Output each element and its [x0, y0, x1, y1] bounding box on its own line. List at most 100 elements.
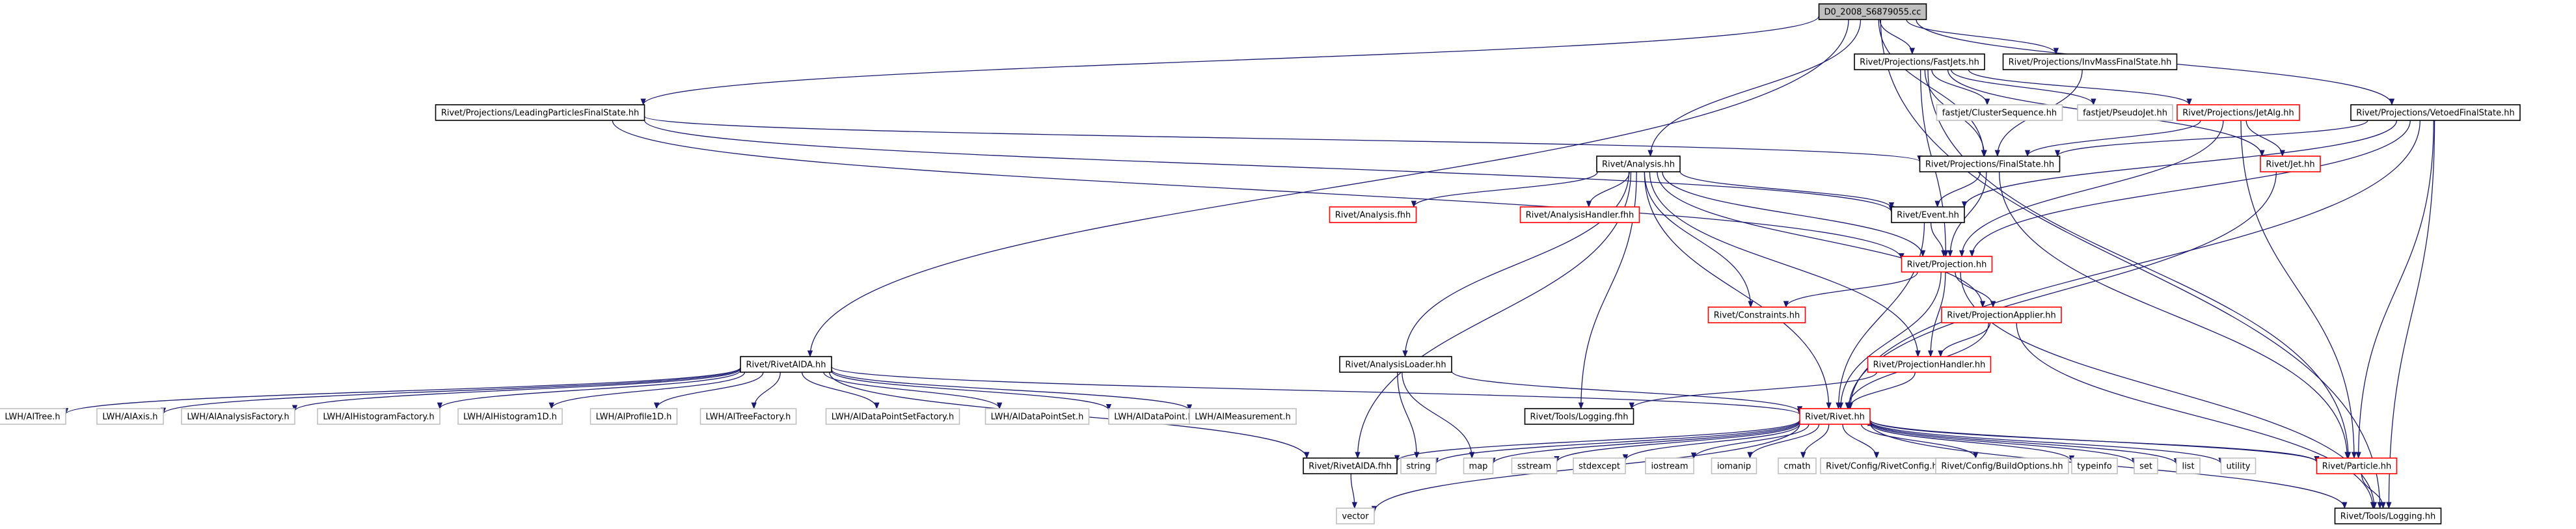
node-label: Rivet/ProjectionApplier.hh [1947, 311, 2055, 321]
edge-rivetaida-to-iaxis [161, 368, 741, 415]
node-box [1919, 156, 2061, 172]
node-invmass[interactable]: Rivet/Projections/InvMassFinalState.hh [2002, 53, 2178, 70]
node-toolslog[interactable]: Rivet/Tools/Logging.hh [2334, 508, 2442, 524]
edge-projection-to-rivet [1837, 271, 1942, 410]
node-box [1901, 256, 1993, 273]
node-label: Rivet/RivetAIDA.hh [746, 360, 826, 370]
node-ihist1d: LWH/AIHistogram1D.h [457, 408, 563, 425]
node-imeas: LWH/AIMeasurement.h [1189, 408, 1297, 425]
node-box [181, 408, 295, 425]
edge-jetalg-to-jet [2245, 120, 2285, 157]
node-box [2176, 457, 2201, 474]
node-box [457, 408, 563, 425]
node-sstream: sstream [1511, 457, 1558, 474]
node-constraints[interactable]: Rivet/Constraints.hh [1707, 306, 1806, 323]
node-box [1936, 104, 2063, 121]
edge-vetoed-to-particle [2355, 120, 2434, 459]
node-box [1854, 53, 1985, 70]
node-label: LWH/AIProfile1D.h [596, 413, 672, 422]
edge-analysis-to-analysisloader [1402, 171, 1630, 358]
node-vetoed[interactable]: Rivet/Projections/VetoedFinalState.hh [2350, 104, 2521, 121]
node-analysishandler[interactable]: Rivet/AnalysisHandler.fhh [1519, 206, 1640, 223]
node-finalstate[interactable]: Rivet/Projections/FinalState.hh [1919, 156, 2061, 172]
node-box [1711, 457, 1757, 474]
node-box [2334, 508, 2442, 524]
edge-fastjets-to-jetalg [1968, 69, 2192, 106]
node-analysis[interactable]: Rivet/Analysis.hh [1596, 156, 1681, 172]
node-label: Rivet/Jet.hh [2266, 160, 2314, 170]
node-label: Rivet/Event.hh [1897, 211, 1959, 221]
node-vector: vector [1336, 508, 1375, 524]
edge-rivet-to-set [1869, 422, 2137, 465]
edge-analysis-to-rivetaidafhh [1355, 171, 1632, 459]
node-label: iostream [1651, 462, 1688, 472]
node-box [1303, 457, 1398, 474]
node-box [1645, 457, 1694, 474]
edge-root-to-finalstate [1878, 19, 1986, 157]
node-label: Rivet/Analysis.fhh [1335, 211, 1411, 221]
node-label: Rivet/Projections/FastJets.hh [1860, 58, 1979, 68]
node-ianafac: LWH/AIAnalysisFactory.h [181, 408, 295, 425]
node-box [1519, 206, 1640, 223]
edge-rivet-to-rivetaidafhh [1394, 420, 1800, 462]
node-rivetaidafhh[interactable]: Rivet/RivetAIDA.fhh [1303, 457, 1398, 474]
node-box [1336, 508, 1375, 524]
edge-finalstate-to-projection [1947, 171, 1987, 258]
node-box [1329, 206, 1417, 223]
node-box [2002, 53, 2178, 70]
node-particle[interactable]: Rivet/Particle.hh [2316, 457, 2398, 474]
node-jetalg[interactable]: Rivet/Projections/JetAlg.hh [2176, 104, 2300, 121]
edge-rivet-to-sstream [1554, 422, 1800, 463]
node-fastjets[interactable]: Rivet/Projections/FastJets.hh [1854, 53, 1985, 70]
node-analysisloader[interactable]: Rivet/AnalysisLoader.hh [1339, 356, 1452, 373]
node-box [1867, 356, 1992, 373]
edge-jetalg-to-finalstate [2024, 120, 2201, 157]
edge-rivet-to-typeinfo [1869, 423, 2075, 463]
edge-leading-to-projection [612, 120, 1905, 260]
node-event[interactable]: Rivet/Event.hh [1891, 206, 1965, 223]
node-pseudojet: fastjet/PseudoJet.hh [2077, 104, 2173, 121]
node-label: Rivet/Projections/LeadingParticlesFinalS… [441, 109, 639, 118]
node-label: iomanip [1717, 462, 1751, 472]
node-idps: LWH/AIDataPointSet.h [984, 408, 1090, 425]
node-toolslogfhh[interactable]: Rivet/Tools/Logging.fhh [1524, 408, 1634, 425]
edge-event-to-projection [1930, 222, 1947, 258]
edge-analysis-to-event [1679, 170, 1895, 210]
node-projhandler[interactable]: Rivet/ProjectionHandler.hh [1867, 356, 1992, 373]
node-label: Rivet/Tools/Logging.fhh [1530, 413, 1629, 422]
edge-rivetaidafhh-to-vector [1350, 473, 1357, 509]
node-idp: LWH/AIDataPoint.h [1108, 408, 1199, 425]
edge-rivetaida-to-idps [823, 372, 1003, 410]
node-rivetaida[interactable]: Rivet/RivetAIDA.hh [740, 356, 832, 373]
edge-rivetaida-to-rivet [831, 366, 1802, 416]
edge-root-to-invmass [1906, 19, 2059, 55]
edge-rivet-to-stdexcept [1622, 424, 1800, 461]
node-label: LWH/AIHistogramFactory.h [323, 413, 434, 422]
node-label: Rivet/Particle.hh [2322, 462, 2391, 472]
node-iaxis: LWH/AIAxis.h [96, 408, 164, 425]
node-rivet[interactable]: Rivet/Rivet.hh [1799, 408, 1871, 425]
node-projapplier[interactable]: Rivet/ProjectionApplier.hh [1941, 306, 2062, 323]
node-root[interactable]: D0_2008_S6879055.cc [1818, 3, 1927, 20]
node-projection[interactable]: Rivet/Projection.hh [1901, 256, 1993, 273]
node-jet[interactable]: Rivet/Jet.hh [2260, 156, 2321, 172]
edge-finalstate-to-particle [1998, 171, 2350, 459]
node-label: Rivet/Projections/VetoedFinalState.hh [2356, 109, 2514, 118]
node-box [1511, 457, 1558, 474]
node-iostream: iostream [1645, 457, 1694, 474]
node-label: utility [2227, 462, 2251, 472]
node-label: Rivet/Rivet.hh [1805, 413, 1865, 422]
node-box [1891, 206, 1965, 223]
node-box [2350, 104, 2521, 121]
node-buildopts: Rivet/Config/BuildOptions.hh [1935, 457, 2069, 474]
node-box [1935, 457, 2069, 474]
edge-rivet-to-buildopts [1860, 424, 1979, 459]
node-leading[interactable]: Rivet/Projections/LeadingParticlesFinalS… [435, 104, 645, 121]
edge-rivetaida-to-idpsfac [801, 372, 880, 410]
node-label: map [1469, 462, 1488, 472]
node-label: LWH/AIDataPointSetFactory.h [832, 413, 954, 422]
node-rivetconfig: Rivet/Config/RivetConfig.hh [1820, 457, 1949, 474]
edge-rivet-to-utility [1869, 420, 2224, 465]
node-analysisfhh[interactable]: Rivet/Analysis.fhh [1329, 206, 1417, 223]
node-box [1799, 408, 1871, 425]
